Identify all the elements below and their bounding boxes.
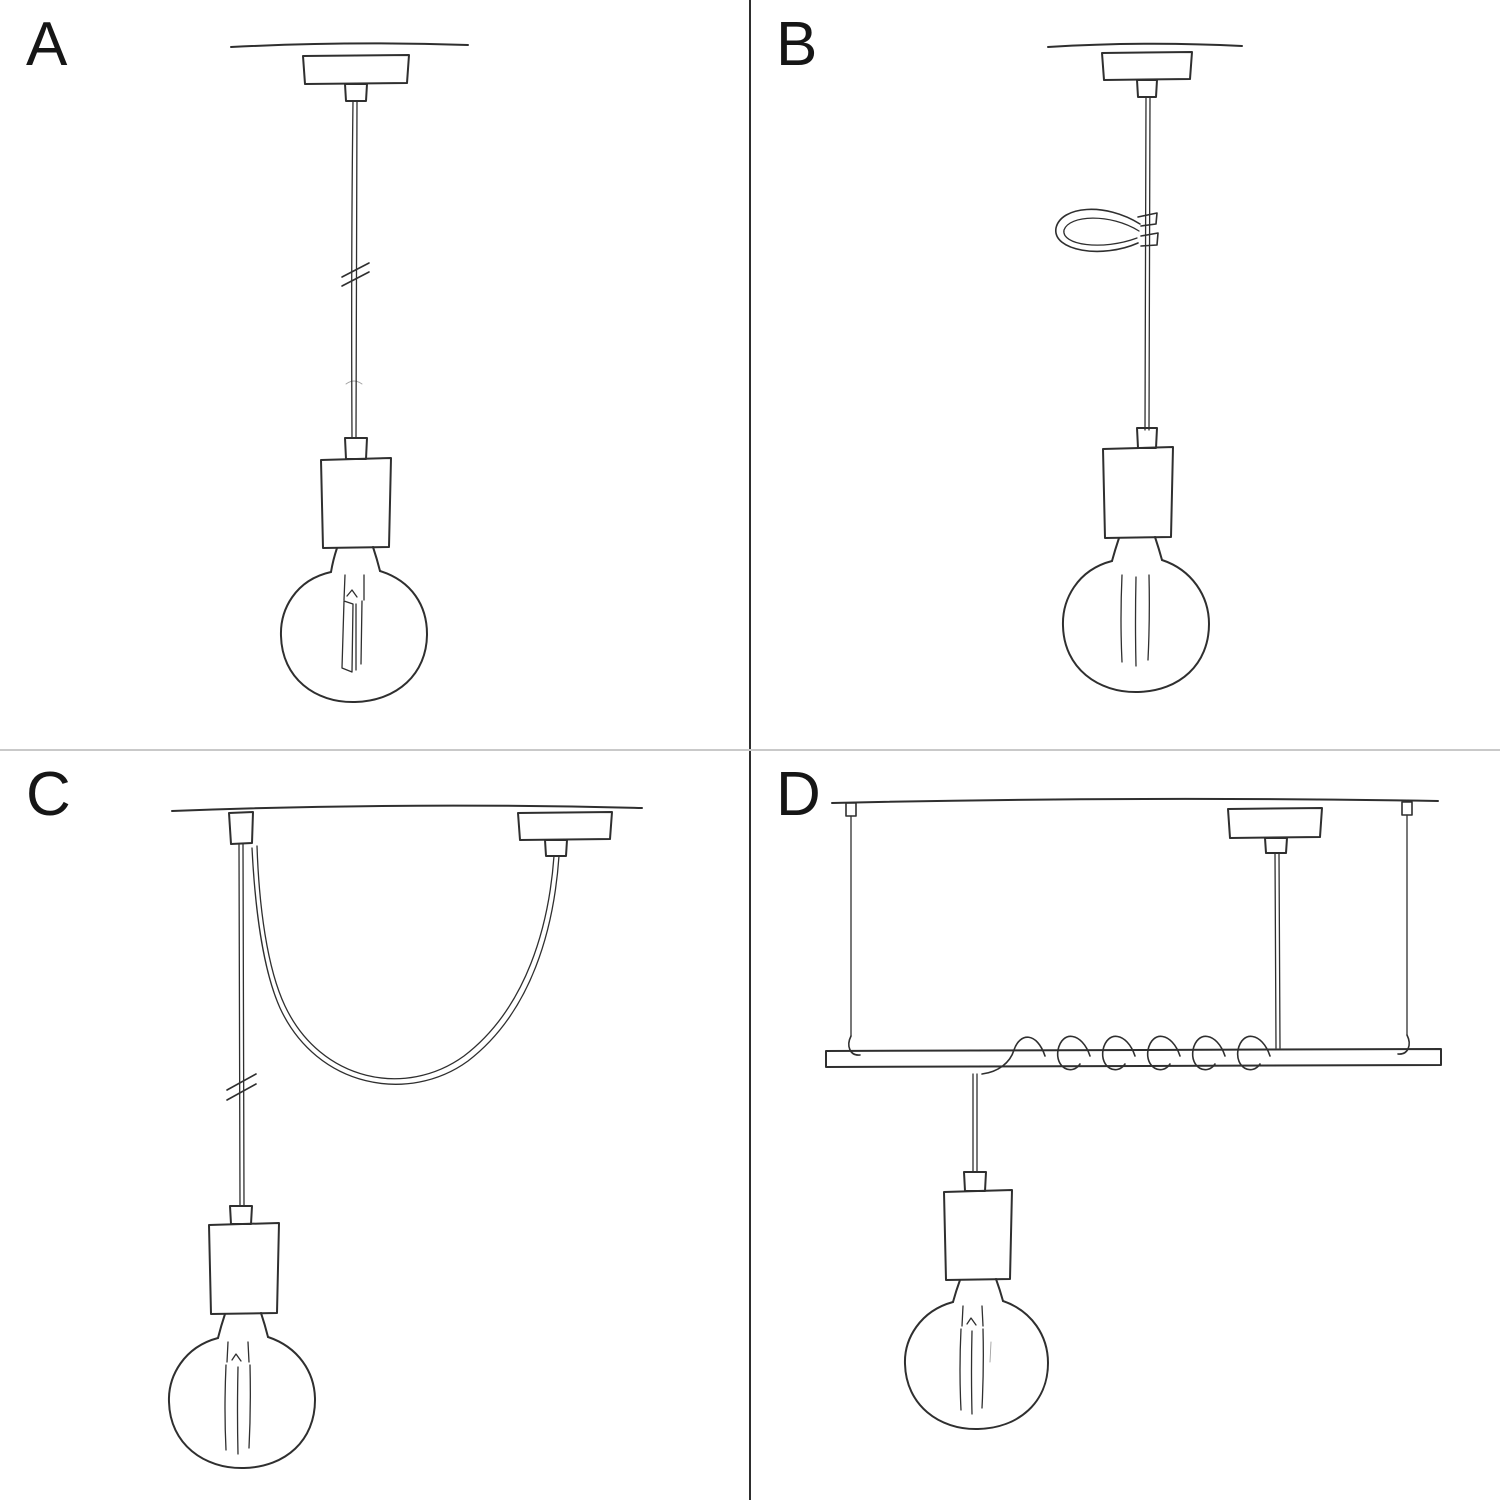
ceiling-line [171,804,643,812]
ceiling-rose [517,811,613,857]
suspension-wire-right [1397,801,1413,1055]
ceiling-line [831,797,1439,804]
panel-a-label: A [26,10,69,79]
ceiling-line [230,42,469,48]
power-cord [226,843,257,1207]
horizontal-divider [0,749,1500,751]
pendant-clip-sketch [1047,42,1243,694]
pendant-bar-sketch [825,797,1442,1431]
power-cord [972,1073,978,1173]
lamp-holder [320,437,392,549]
panel-d-label: D [776,760,822,829]
light-bulb [903,1278,1049,1431]
panel-c: C [0,750,750,1500]
ceiling-line [1047,42,1243,48]
panel-c-label: C [26,760,72,829]
ceiling-rose [302,54,410,102]
suspension-wire-left [845,802,861,1056]
lamp-holder [943,1171,1013,1281]
power-cord [1144,96,1151,431]
ceiling-hook [228,811,254,845]
light-bulb [167,1312,316,1470]
panel-b-label: B [776,10,819,79]
coiled-cord [981,1035,1271,1075]
light-bulb [279,546,428,704]
horizontal-bar [825,1048,1442,1068]
ceiling-rose [1227,807,1323,854]
panel-b: B [750,0,1500,750]
lamp-holder [208,1205,280,1315]
panel-d: D [750,750,1500,1500]
ceiling-rose [1101,51,1193,98]
drop-cord [1274,852,1281,1049]
swag-cord [251,845,560,1085]
pendant-swag-sketch [167,804,643,1470]
cable-clip-loop [1055,208,1159,253]
lamp-holder [1102,427,1174,539]
power-cord [341,100,370,439]
panel-a: A [0,0,750,750]
pendant-straight-sketch [230,42,469,704]
light-bulb [1061,536,1210,694]
